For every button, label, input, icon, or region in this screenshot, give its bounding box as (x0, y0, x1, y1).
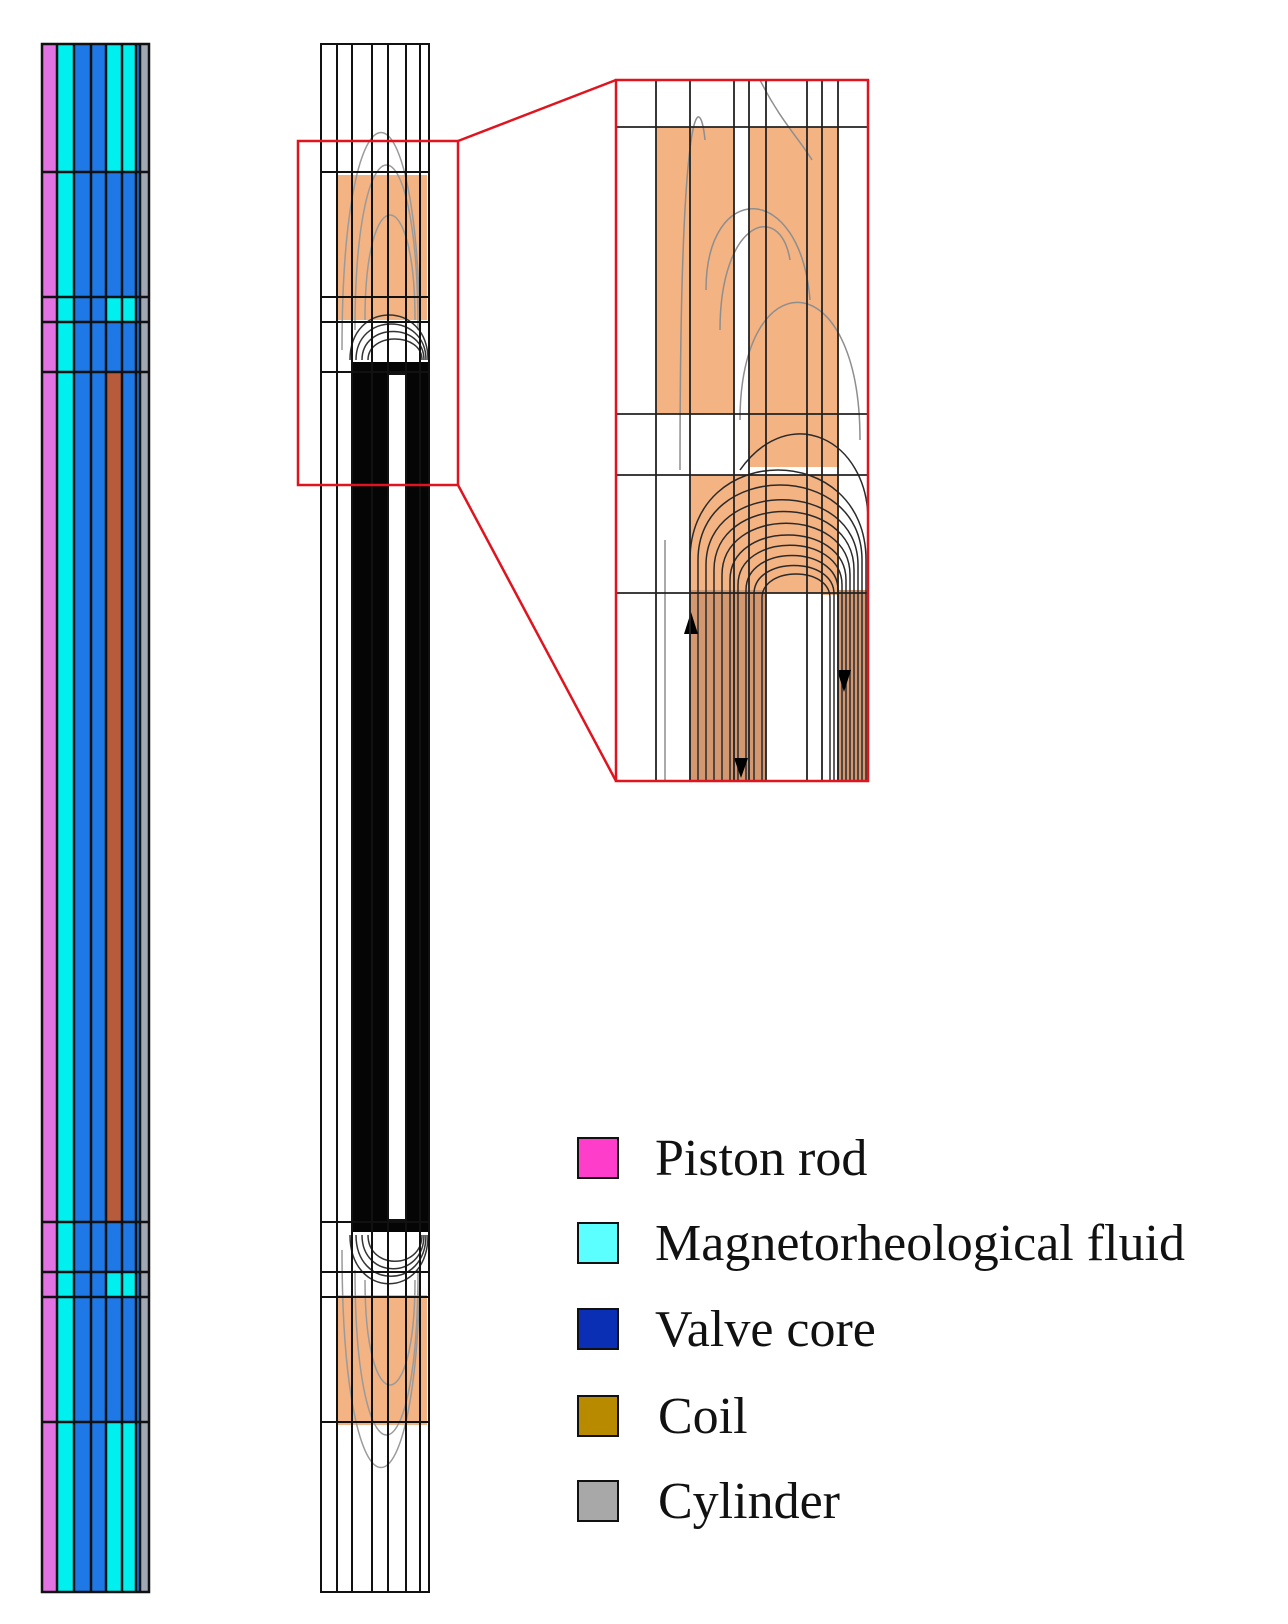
piston-rod-strip (42, 44, 57, 1592)
legend-item: Piston rod (577, 1130, 867, 1187)
flux-model (296, 43, 460, 1593)
flux-arrow-down-right (837, 670, 851, 692)
material-model (40, 42, 151, 1594)
flux-band-left (352, 362, 388, 1232)
cylinder-strip (140, 44, 149, 1592)
zoom-source-box (296, 139, 460, 487)
fluid-gap-lower-left (57, 1222, 74, 1422)
legend-label-piston-rod: Piston rod (655, 1130, 867, 1187)
legend-label-coil: Coil (658, 1388, 748, 1445)
fluid-gap-upper-left (57, 172, 74, 372)
legend-label-valve-core: Valve core (655, 1301, 876, 1358)
legend-swatch-coil (577, 1395, 619, 1437)
legend-label-cylinder: Cylinder (658, 1473, 840, 1530)
flux-band-right (406, 362, 430, 1232)
inset-shade-left (656, 127, 734, 414)
zoom-inset (614, 78, 870, 783)
legend-label-mr-fluid: Magnetorheological fluid (655, 1215, 1185, 1272)
fluid-gap-body-left (57, 372, 74, 1222)
coil-slot (387, 373, 407, 1221)
legend-item: Valve core (577, 1301, 876, 1358)
field-shade-top (337, 175, 427, 320)
flux-arrow-down-left (734, 758, 748, 778)
legend: Piston rod Magnetorheological fluid Valv… (577, 1130, 1185, 1530)
legend-item: Cylinder (577, 1473, 840, 1530)
flux-arrow-up (684, 612, 698, 634)
legend-swatch-cylinder (577, 1480, 619, 1522)
legend-item: Magnetorheological fluid (577, 1215, 1185, 1272)
legend-swatch-valve-core (577, 1308, 619, 1350)
legend-swatch-mr-fluid (577, 1222, 619, 1264)
legend-item: Coil (577, 1388, 748, 1445)
legend-swatch-piston-rod (577, 1137, 619, 1179)
inset-slot (766, 593, 822, 781)
zoom-connectors (456, 78, 618, 782)
zoom-inset-frame (614, 78, 870, 783)
inset-shade-right (749, 127, 839, 467)
core-thin-strip (136, 44, 140, 1592)
coil-block (106, 372, 122, 1222)
